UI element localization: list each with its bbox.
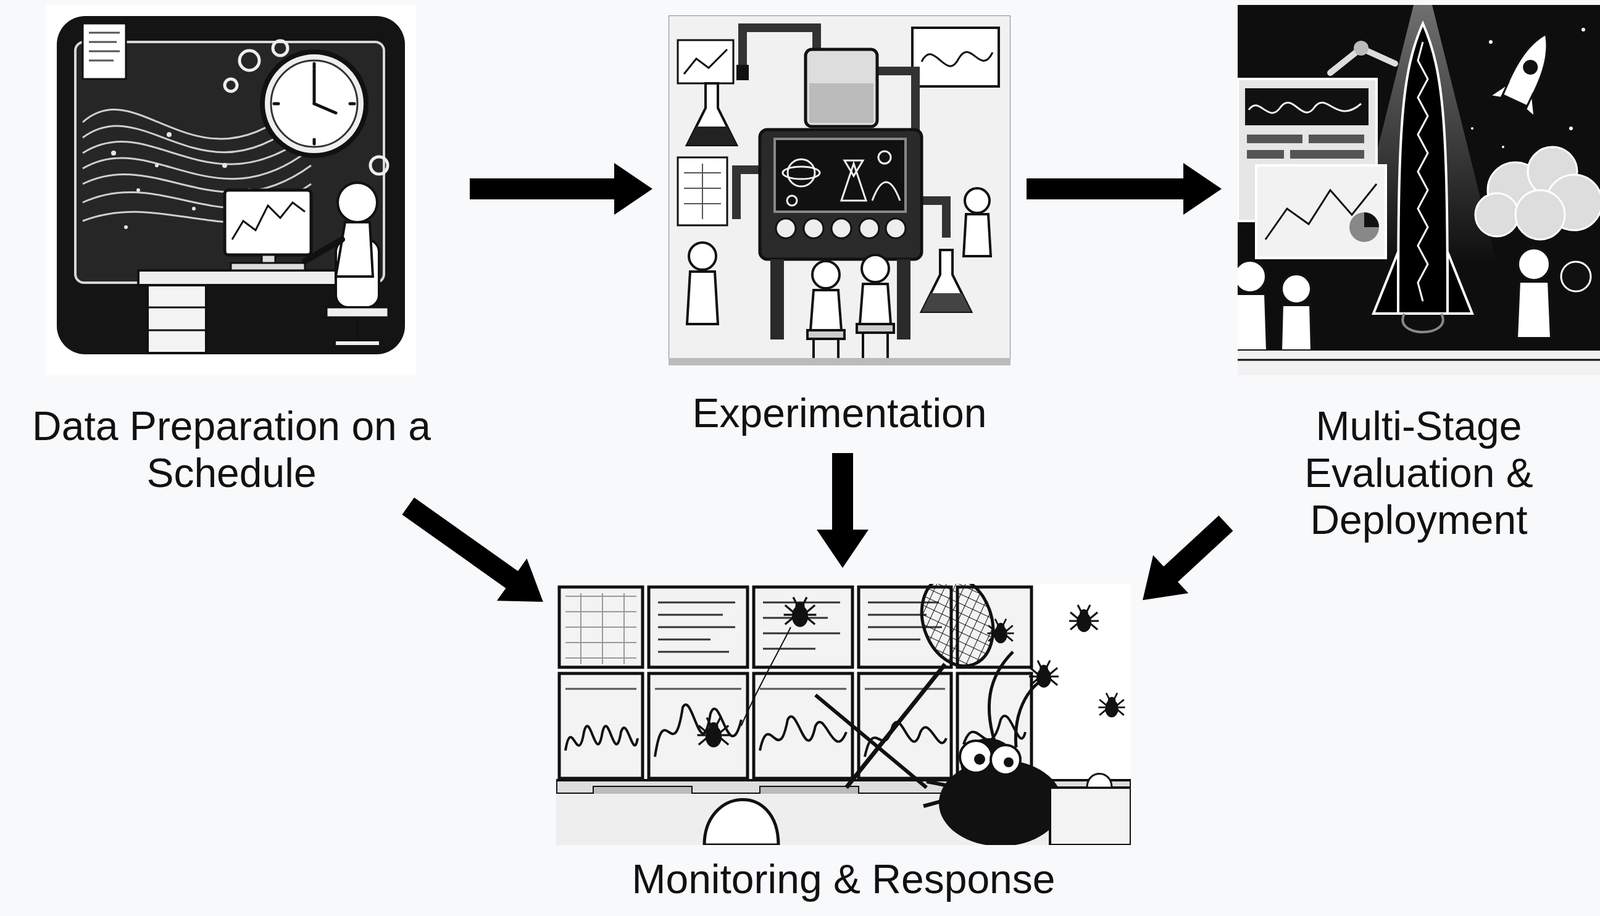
block-arrow bbox=[1142, 515, 1233, 600]
illustrated-stage: Monitoring & Response bbox=[556, 583, 1131, 904]
stage-caption: Data Preparation on a Schedule bbox=[9, 403, 454, 497]
block-arrow bbox=[1026, 162, 1222, 215]
block-arrow bbox=[469, 162, 653, 215]
illustrated-stage: Experimentation bbox=[668, 15, 1011, 438]
block-arrow bbox=[401, 497, 543, 602]
stage-caption: Monitoring & Response bbox=[556, 856, 1131, 904]
block-arrow bbox=[816, 453, 869, 568]
data-prep-illustration bbox=[45, 4, 417, 376]
illustration-slot bbox=[556, 583, 1131, 857]
illustration-slot bbox=[668, 15, 1011, 391]
illustrated-stage: Multi-Stage Evaluation & Deployment bbox=[1237, 4, 1600, 544]
stage-caption: Multi-Stage Evaluation & Deployment bbox=[1277, 403, 1562, 544]
illustrated-stage: Data Preparation on a Schedule bbox=[9, 4, 454, 497]
illustration-slot bbox=[1237, 4, 1600, 404]
experimentation-illustration bbox=[668, 15, 1011, 366]
deployment-illustration bbox=[1237, 4, 1600, 376]
illustration-slot bbox=[9, 4, 454, 404]
monitoring-illustration bbox=[556, 583, 1131, 846]
stage-caption: Experimentation bbox=[668, 390, 1011, 438]
